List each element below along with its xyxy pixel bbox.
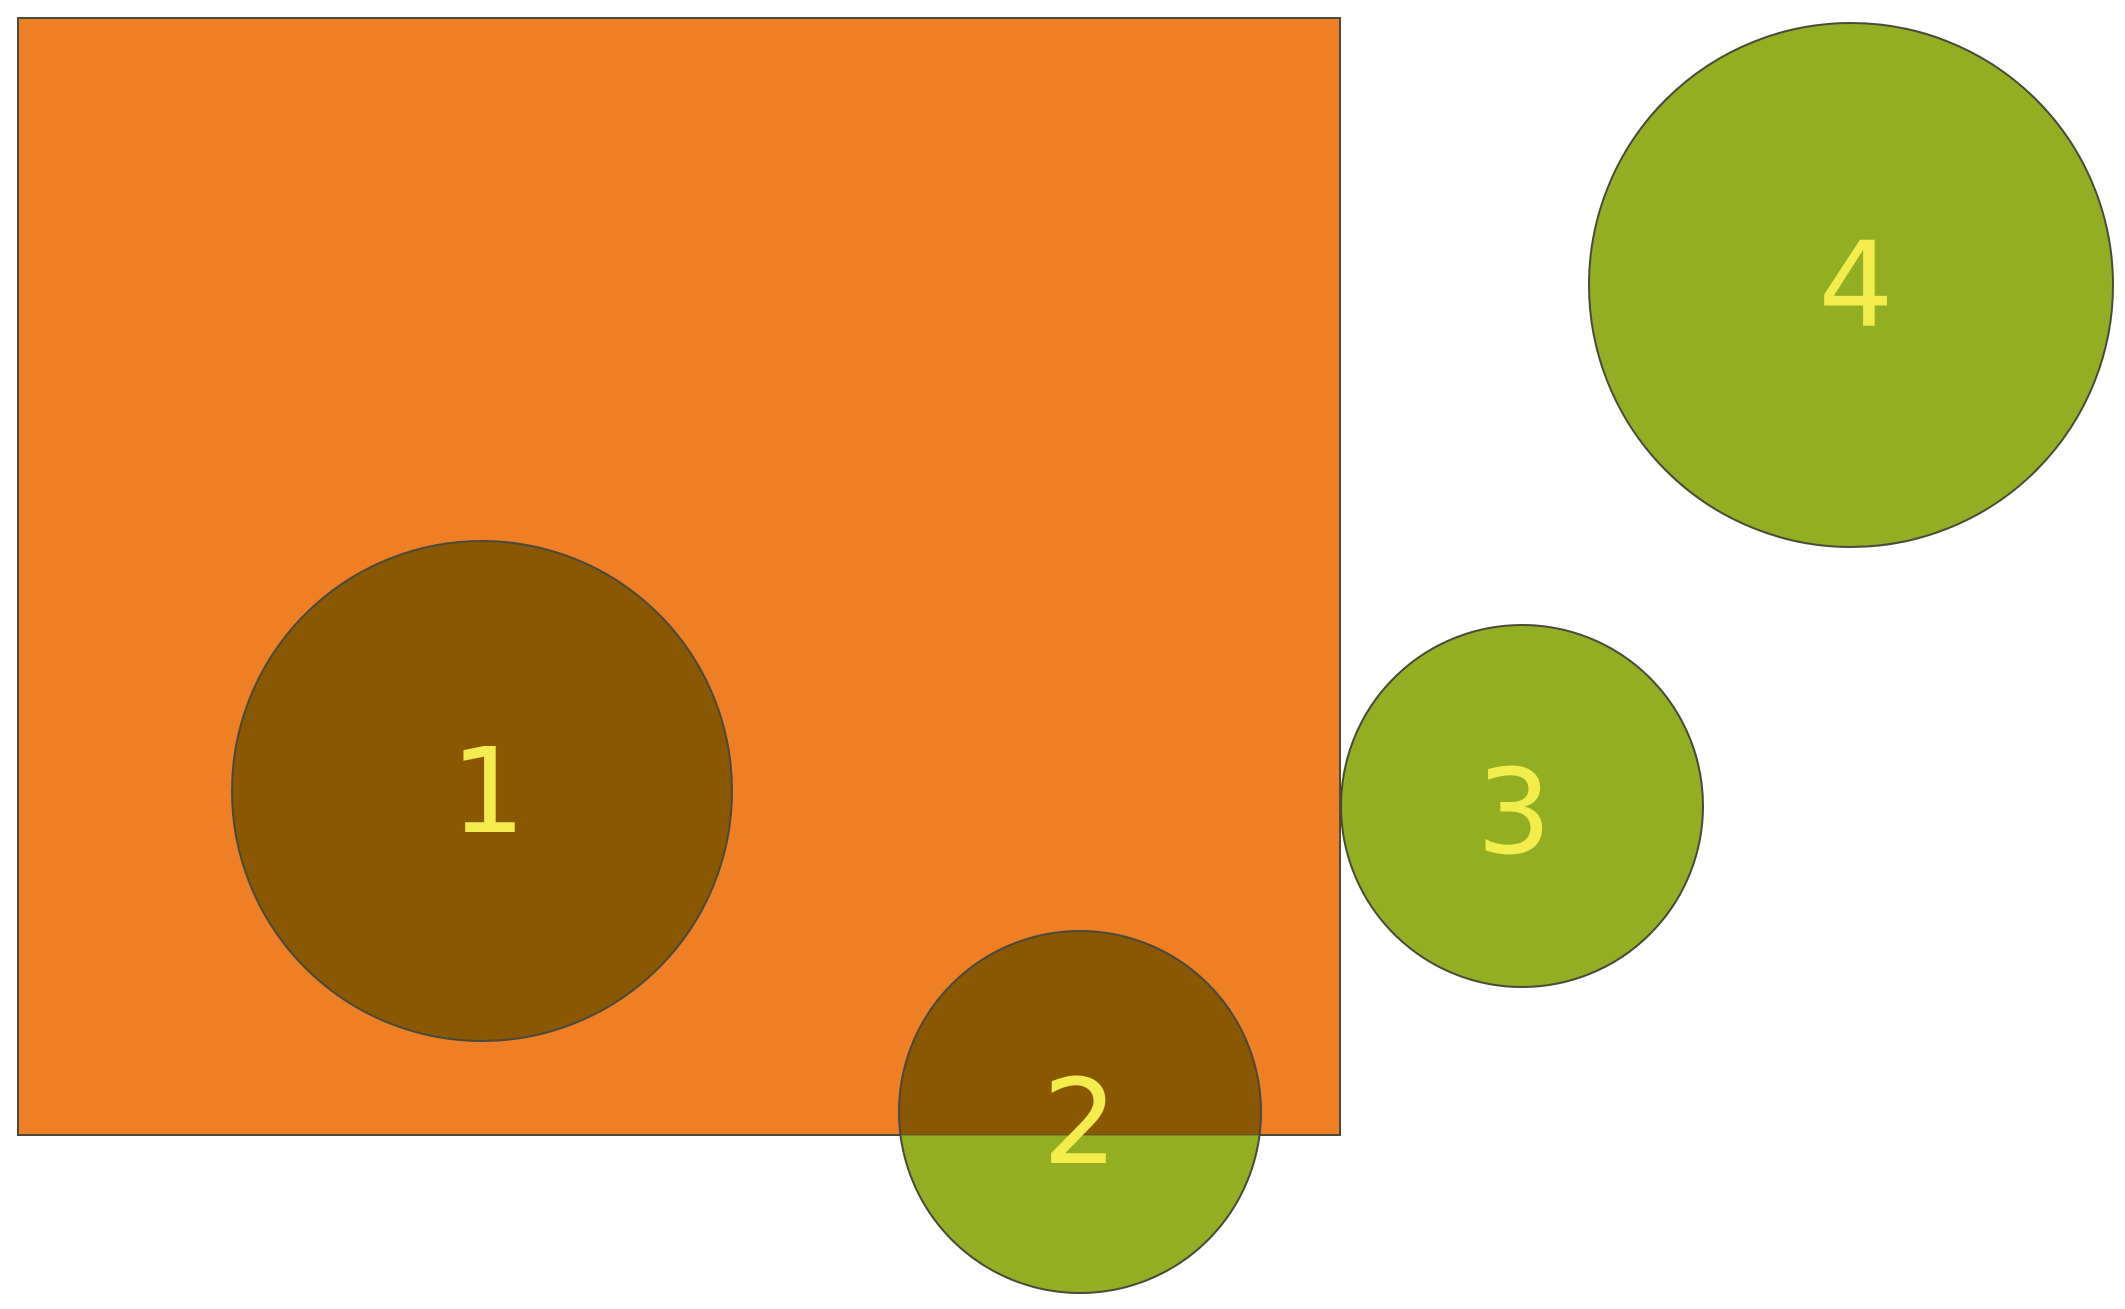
circle-2-overlap-fill <box>899 931 1261 1135</box>
circle-3: 3 <box>1340 624 1704 988</box>
circle-4-label: 4 <box>1818 216 1893 354</box>
circle-1-outline <box>231 540 733 1042</box>
circle-1-overlap-fill <box>232 541 732 1041</box>
circle-2-outline <box>898 930 1262 1294</box>
circle-4-fill <box>1588 22 2114 548</box>
circle-1: 1 <box>231 540 733 1042</box>
circle-4: 4 <box>1588 22 2114 548</box>
circle-2-label: 2 <box>1042 1053 1117 1191</box>
circle-2: 2 <box>898 930 1262 1294</box>
circle-1-label: 1 <box>450 722 525 860</box>
circle-3-label: 3 <box>1476 743 1551 881</box>
circle-3-fill <box>1340 624 1704 988</box>
